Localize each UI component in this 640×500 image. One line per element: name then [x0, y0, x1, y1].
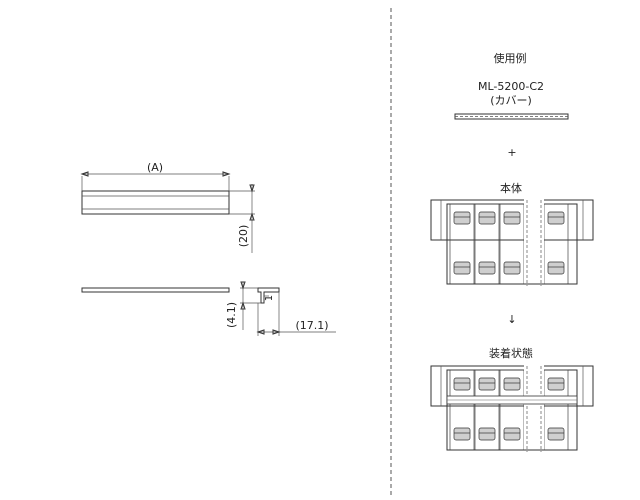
dimension-20-label: (20) — [237, 225, 250, 248]
cover-top-outline — [81, 190, 230, 215]
screw-bottom — [503, 427, 521, 441]
block-flange — [430, 199, 594, 241]
screw-bottom — [547, 261, 565, 275]
usage-example-title: 使用例 — [494, 51, 527, 65]
screw-bottom — [478, 427, 496, 441]
screw-bottom — [453, 261, 471, 275]
dimension-20: (20) — [229, 184, 255, 253]
screw-top — [453, 211, 471, 225]
screw-top — [453, 377, 471, 391]
screw-bottom — [453, 427, 471, 441]
terminal-block-installed — [430, 364, 594, 454]
cover-cross-section: 1 (4.1) (17.1) — [225, 281, 336, 336]
screw-top — [478, 211, 496, 225]
dimension-a: (A) — [80, 161, 231, 191]
installed-state-label: 装着状態 — [489, 346, 533, 360]
plus-sign: + — [507, 146, 516, 159]
part-number-label: ML-5200-C2 — [478, 80, 544, 93]
cross-section-profile — [257, 287, 280, 304]
block-flange — [430, 365, 594, 407]
screw-top — [503, 211, 521, 225]
cover-side-view — [81, 287, 230, 293]
dimension-a-label: (A) — [147, 161, 163, 174]
terminal-block-body — [430, 198, 594, 288]
dimension-171-label: (17.1) — [295, 319, 328, 332]
dimension-1-label: 1 — [264, 295, 275, 301]
cover-side-outline — [81, 287, 230, 293]
down-arrow: ↓ — [507, 313, 516, 326]
screw-bottom — [503, 261, 521, 275]
screw-top — [547, 377, 565, 391]
cover-top-view — [81, 190, 230, 215]
body-label: 本体 — [500, 181, 522, 195]
screw-bottom — [478, 261, 496, 275]
screw-top — [503, 377, 521, 391]
dimension-41-label: (4.1) — [225, 302, 238, 328]
cover-label: (カバー) — [490, 94, 532, 107]
cover-piece — [454, 113, 569, 120]
screw-top — [547, 211, 565, 225]
screw-bottom — [547, 427, 565, 441]
screw-top — [478, 377, 496, 391]
